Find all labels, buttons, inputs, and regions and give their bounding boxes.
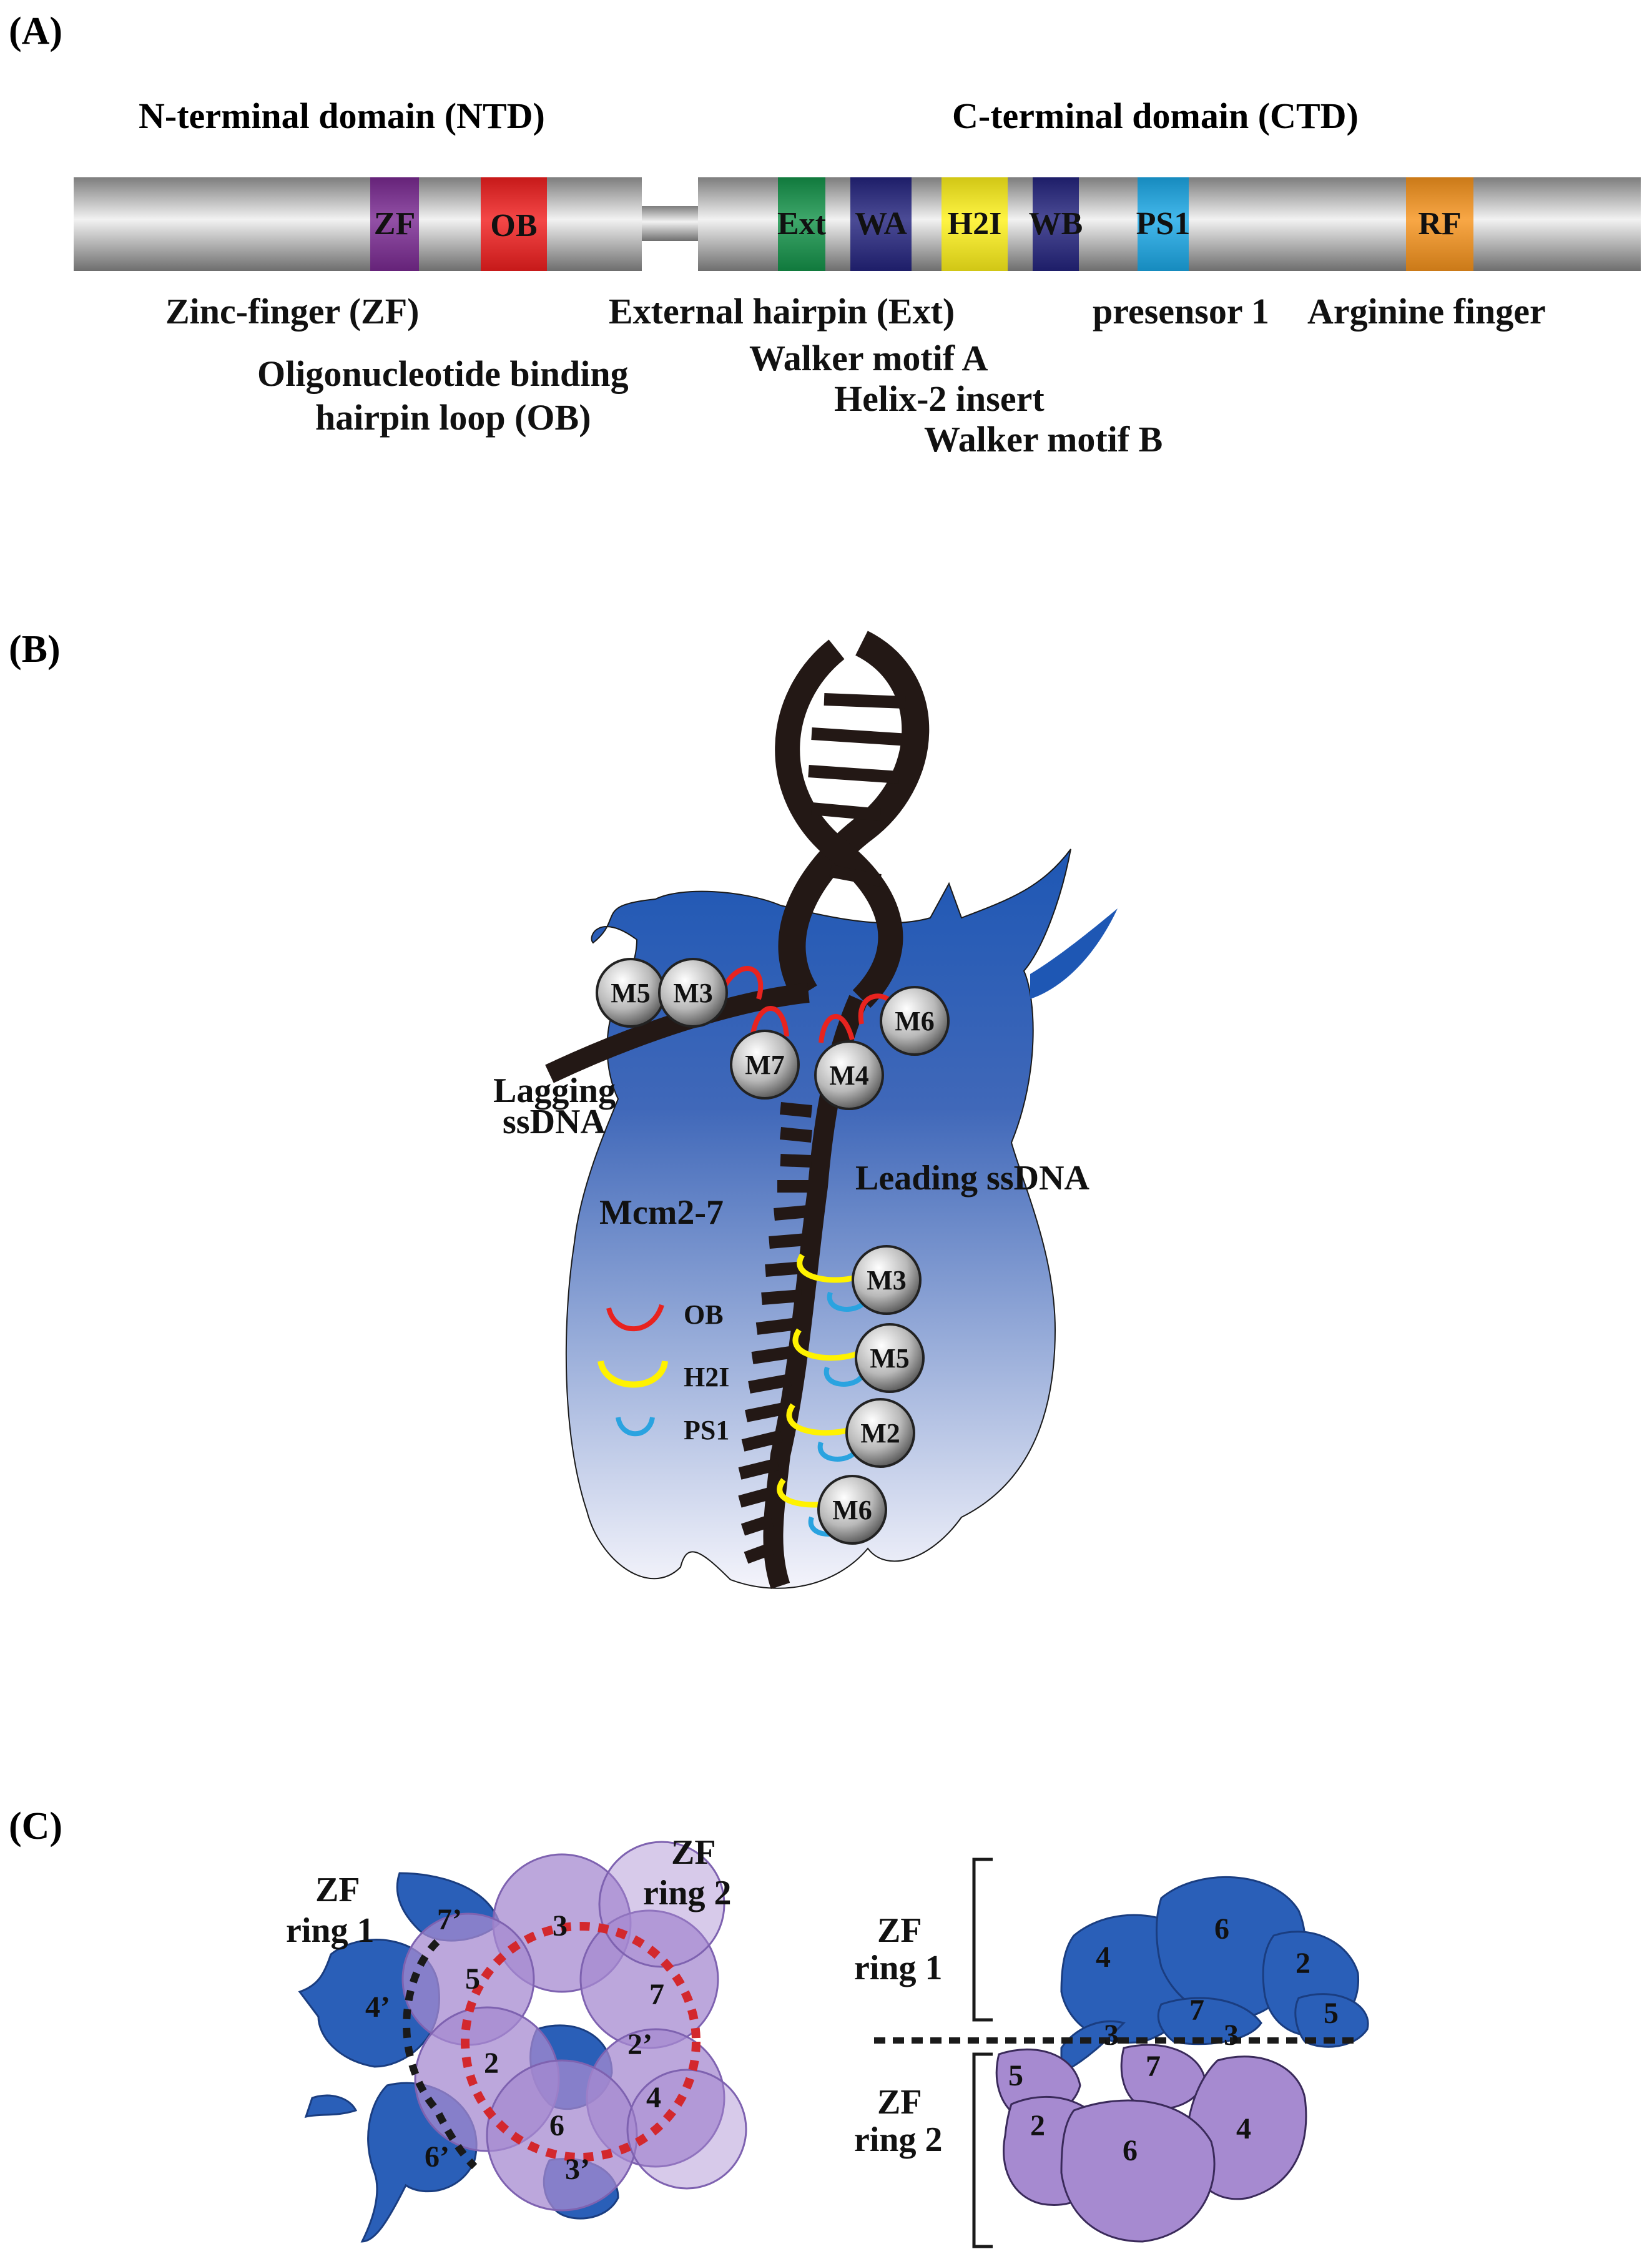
- subunit-m3-top-label: M3: [673, 978, 713, 1008]
- ring1-dashed-arc: [403, 1939, 478, 2170]
- left-r1-num-3p: 3’: [565, 2153, 590, 2186]
- subunit-m2-channel: [845, 1398, 915, 1468]
- ntd-title: N-terminal domain (NTD): [139, 96, 545, 136]
- ob-description-line1: Oligonucleotide binding: [257, 353, 629, 394]
- right-zf-ring1-line1: ZF: [877, 1911, 922, 1950]
- subunit-m6-channel-label: M6: [832, 1495, 872, 1525]
- right-zf-ring2-line2: ring 2: [854, 2120, 943, 2159]
- subunit-m5-top-label: M5: [611, 978, 651, 1008]
- ctd-title: C-terminal domain (CTD): [952, 96, 1359, 136]
- right-zf-ring1-line2: ring 1: [854, 1949, 943, 1987]
- left-zf-ring1-line1: ZF: [315, 1871, 360, 1909]
- left-zf-ring2-line1: ZF: [671, 1833, 716, 1872]
- left-zf-ring2-line2: ring 2: [643, 1874, 732, 1912]
- right-r2-num-5: 5: [1008, 2059, 1023, 2092]
- wb-description: Walker motif B: [924, 419, 1163, 460]
- right-r2-num-2: 2: [1030, 2109, 1045, 2142]
- subunit-m5-channel: [855, 1323, 925, 1393]
- ntd-bar: [74, 177, 642, 271]
- zf-segment-label: ZF: [374, 206, 415, 242]
- ob-hairpins: [722, 966, 902, 1043]
- subunit-m7-top-label: M7: [745, 1050, 785, 1080]
- subunit-m4-top-label: M4: [829, 1060, 869, 1091]
- subunit-m7-top: [730, 1030, 800, 1100]
- panel-c-label: (C): [9, 1805, 62, 1848]
- subunit-m6-top-label: M6: [895, 1006, 935, 1036]
- panel-b-label: (B): [9, 628, 61, 671]
- legend-ob-label: OB: [684, 1299, 724, 1330]
- panel-a-label: (A): [9, 10, 62, 52]
- rf-description: Arginine finger: [1307, 291, 1546, 332]
- subunit-m4-top: [814, 1040, 884, 1110]
- left-r1-num-4p: 4’: [365, 1991, 390, 2024]
- subunit-m6-channel: [817, 1475, 887, 1545]
- ps1-loops: [808, 1291, 867, 1537]
- legend-ob-swatch: [606, 1304, 664, 1332]
- legend-ps1-label: PS1: [684, 1415, 729, 1445]
- subunit-m2-channel-label: M2: [860, 1418, 900, 1449]
- right-r1-num-7: 7: [1189, 1994, 1204, 2027]
- left-r2-num-7: 7: [649, 1978, 664, 2011]
- wb-segment-label: WB: [1029, 206, 1083, 242]
- h2i-description: Helix-2 insert: [834, 378, 1045, 419]
- left-r2-num-2p: 2’: [627, 2028, 652, 2061]
- right-r2-num-4: 4: [1236, 2112, 1251, 2145]
- ext-description: External hairpin (Ext): [609, 291, 955, 332]
- ring-brackets: [972, 1858, 993, 2248]
- dsdna-helix: [775, 631, 930, 1008]
- left-r1-num-6p: 6’: [425, 2140, 450, 2173]
- wa-description: Walker motif A: [749, 338, 988, 378]
- subunit-m3-channel: [852, 1245, 922, 1315]
- subunit-m6-top: [880, 986, 950, 1056]
- right-r1-num-6: 6: [1214, 1912, 1229, 1946]
- right-r2-num-6: 6: [1123, 2134, 1138, 2167]
- legend-h2i-label: H2I: [684, 1362, 729, 1392]
- left-r2-num-3: 3: [553, 1909, 568, 1942]
- leading-label: Leading ssDNA: [855, 1159, 1090, 1198]
- right-side-view: 6 4 2 5 7 3 3 5 7 2 6 4 ZF ring 1 ZF rin…: [854, 1858, 1369, 2248]
- left-r1-num-5: 5: [465, 1962, 480, 1996]
- left-r2-num-6: 6: [549, 2109, 564, 2142]
- right-r1-num-3b: 3: [1224, 2019, 1239, 2052]
- legend: OB H2I PS1: [597, 1299, 729, 1445]
- domain-bar: ZF OB Ext WA H2I WB PS1 RF: [74, 177, 1641, 271]
- mcm2-7-label: Mcm2-7: [599, 1193, 724, 1232]
- ext-segment-label: Ext: [777, 206, 827, 242]
- subunit-m3-top: [658, 958, 728, 1028]
- zf-description: Zinc-finger (ZF): [165, 291, 419, 332]
- ob-segment-label: OB: [490, 208, 537, 244]
- right-r1-num-2: 2: [1296, 1947, 1310, 1980]
- subunit-m5-channel-label: M5: [870, 1343, 910, 1374]
- h2i-segment-label: H2I: [948, 206, 1002, 242]
- lagging-label-line2: ssDNA: [503, 1103, 606, 1141]
- ob-description-line2: hairpin loop (OB): [315, 397, 591, 438]
- left-r2-num-4: 4: [646, 2081, 661, 2114]
- legend-ps1-swatch: [616, 1417, 655, 1437]
- rf-segment-label: RF: [1418, 206, 1461, 242]
- linker: [640, 206, 700, 241]
- left-r1-num-7p: 7’: [437, 1903, 462, 1936]
- left-r2-num-2: 2: [484, 2047, 499, 2080]
- right-r1-num-3a: 3: [1104, 2019, 1119, 2052]
- right-zf-ring2-line1: ZF: [877, 2083, 922, 2122]
- complex-horn: [1030, 908, 1118, 999]
- ps1-description: presensor 1: [1093, 291, 1269, 332]
- ring2-dashed-circle: [461, 1922, 701, 2162]
- ps1-segment-label: PS1: [1136, 206, 1191, 242]
- left-ring-view: 7’ 4’ 6’ 5 3’ 3 7 4 6 2 2’ ZF ring 1 ZF …: [286, 1833, 747, 2243]
- right-r1-num-5: 5: [1324, 1997, 1339, 2030]
- lagging-label-line1: Lagging: [493, 1071, 616, 1110]
- wa-segment-label: WA: [855, 206, 907, 242]
- left-zf-ring1-line2: ring 1: [286, 1911, 375, 1950]
- right-r2-num-7: 7: [1146, 2050, 1161, 2083]
- subunit-m3-channel-label: M3: [867, 1265, 907, 1296]
- legend-h2i-swatch: [597, 1360, 668, 1388]
- right-r1-num-4: 4: [1096, 1941, 1111, 1974]
